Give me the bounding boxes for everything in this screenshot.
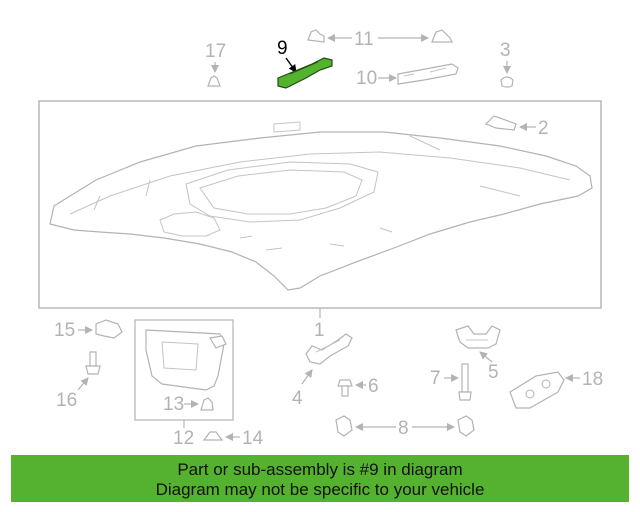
part-14-clip: 14 <box>202 428 264 449</box>
callout-7: 7 <box>430 368 441 389</box>
callout-14: 14 <box>242 428 264 449</box>
callout-1: 1 <box>314 320 325 341</box>
banner-line-2: Diagram may not be specific to your vehi… <box>155 480 485 499</box>
headliner-parts-diagram: 17 9 11 3 10 2 <box>38 29 603 449</box>
callout-9: 9 <box>277 38 288 59</box>
callout-16: 16 <box>56 390 77 411</box>
banner-line-1: Part or sub-assembly is #9 in diagram <box>177 460 463 479</box>
callout-18: 18 <box>582 369 603 390</box>
callout-12: 12 <box>173 428 194 449</box>
part-4-grab-handle: 4 <box>292 333 353 409</box>
part-10-bracket: 10 <box>356 63 459 89</box>
callout-17: 17 <box>205 41 226 62</box>
part-5-grab-handle: 5 <box>455 325 501 383</box>
callout-10: 10 <box>356 68 377 89</box>
part-2-bracket: 2 <box>484 115 549 139</box>
callout-5: 5 <box>488 362 499 383</box>
headliner-panel <box>49 121 593 291</box>
callout-6: 6 <box>368 376 379 397</box>
part-8-plugs: 8 <box>335 415 475 439</box>
part-11-retainers: 11 <box>307 29 453 50</box>
callout-13: 13 <box>163 394 184 415</box>
info-banner: Part or sub-assembly is #9 in diagram Di… <box>11 455 629 502</box>
callout-8: 8 <box>398 418 409 439</box>
part-18-console: 18 <box>509 369 603 409</box>
part-13-clip: 13 <box>163 394 214 415</box>
part-1-headliner-callout: 1 <box>314 308 325 341</box>
part-16-screw: 16 <box>56 351 101 411</box>
part-12-callout: 12 <box>173 420 194 449</box>
part-7-bolt: 7 <box>430 363 472 401</box>
callout-11: 11 <box>354 29 374 50</box>
part-9-bracket-highlighted: 9 <box>277 38 333 89</box>
callout-3: 3 <box>500 40 511 61</box>
callout-4: 4 <box>292 388 303 409</box>
callout-2: 2 <box>538 118 549 139</box>
part-17-clip: 17 <box>205 41 226 87</box>
part-15-clip: 15 <box>54 319 123 341</box>
callout-15: 15 <box>54 320 75 341</box>
sun-visor <box>145 329 227 391</box>
part-6-screw: 6 <box>337 376 379 397</box>
part-3-plug: 3 <box>500 40 514 88</box>
